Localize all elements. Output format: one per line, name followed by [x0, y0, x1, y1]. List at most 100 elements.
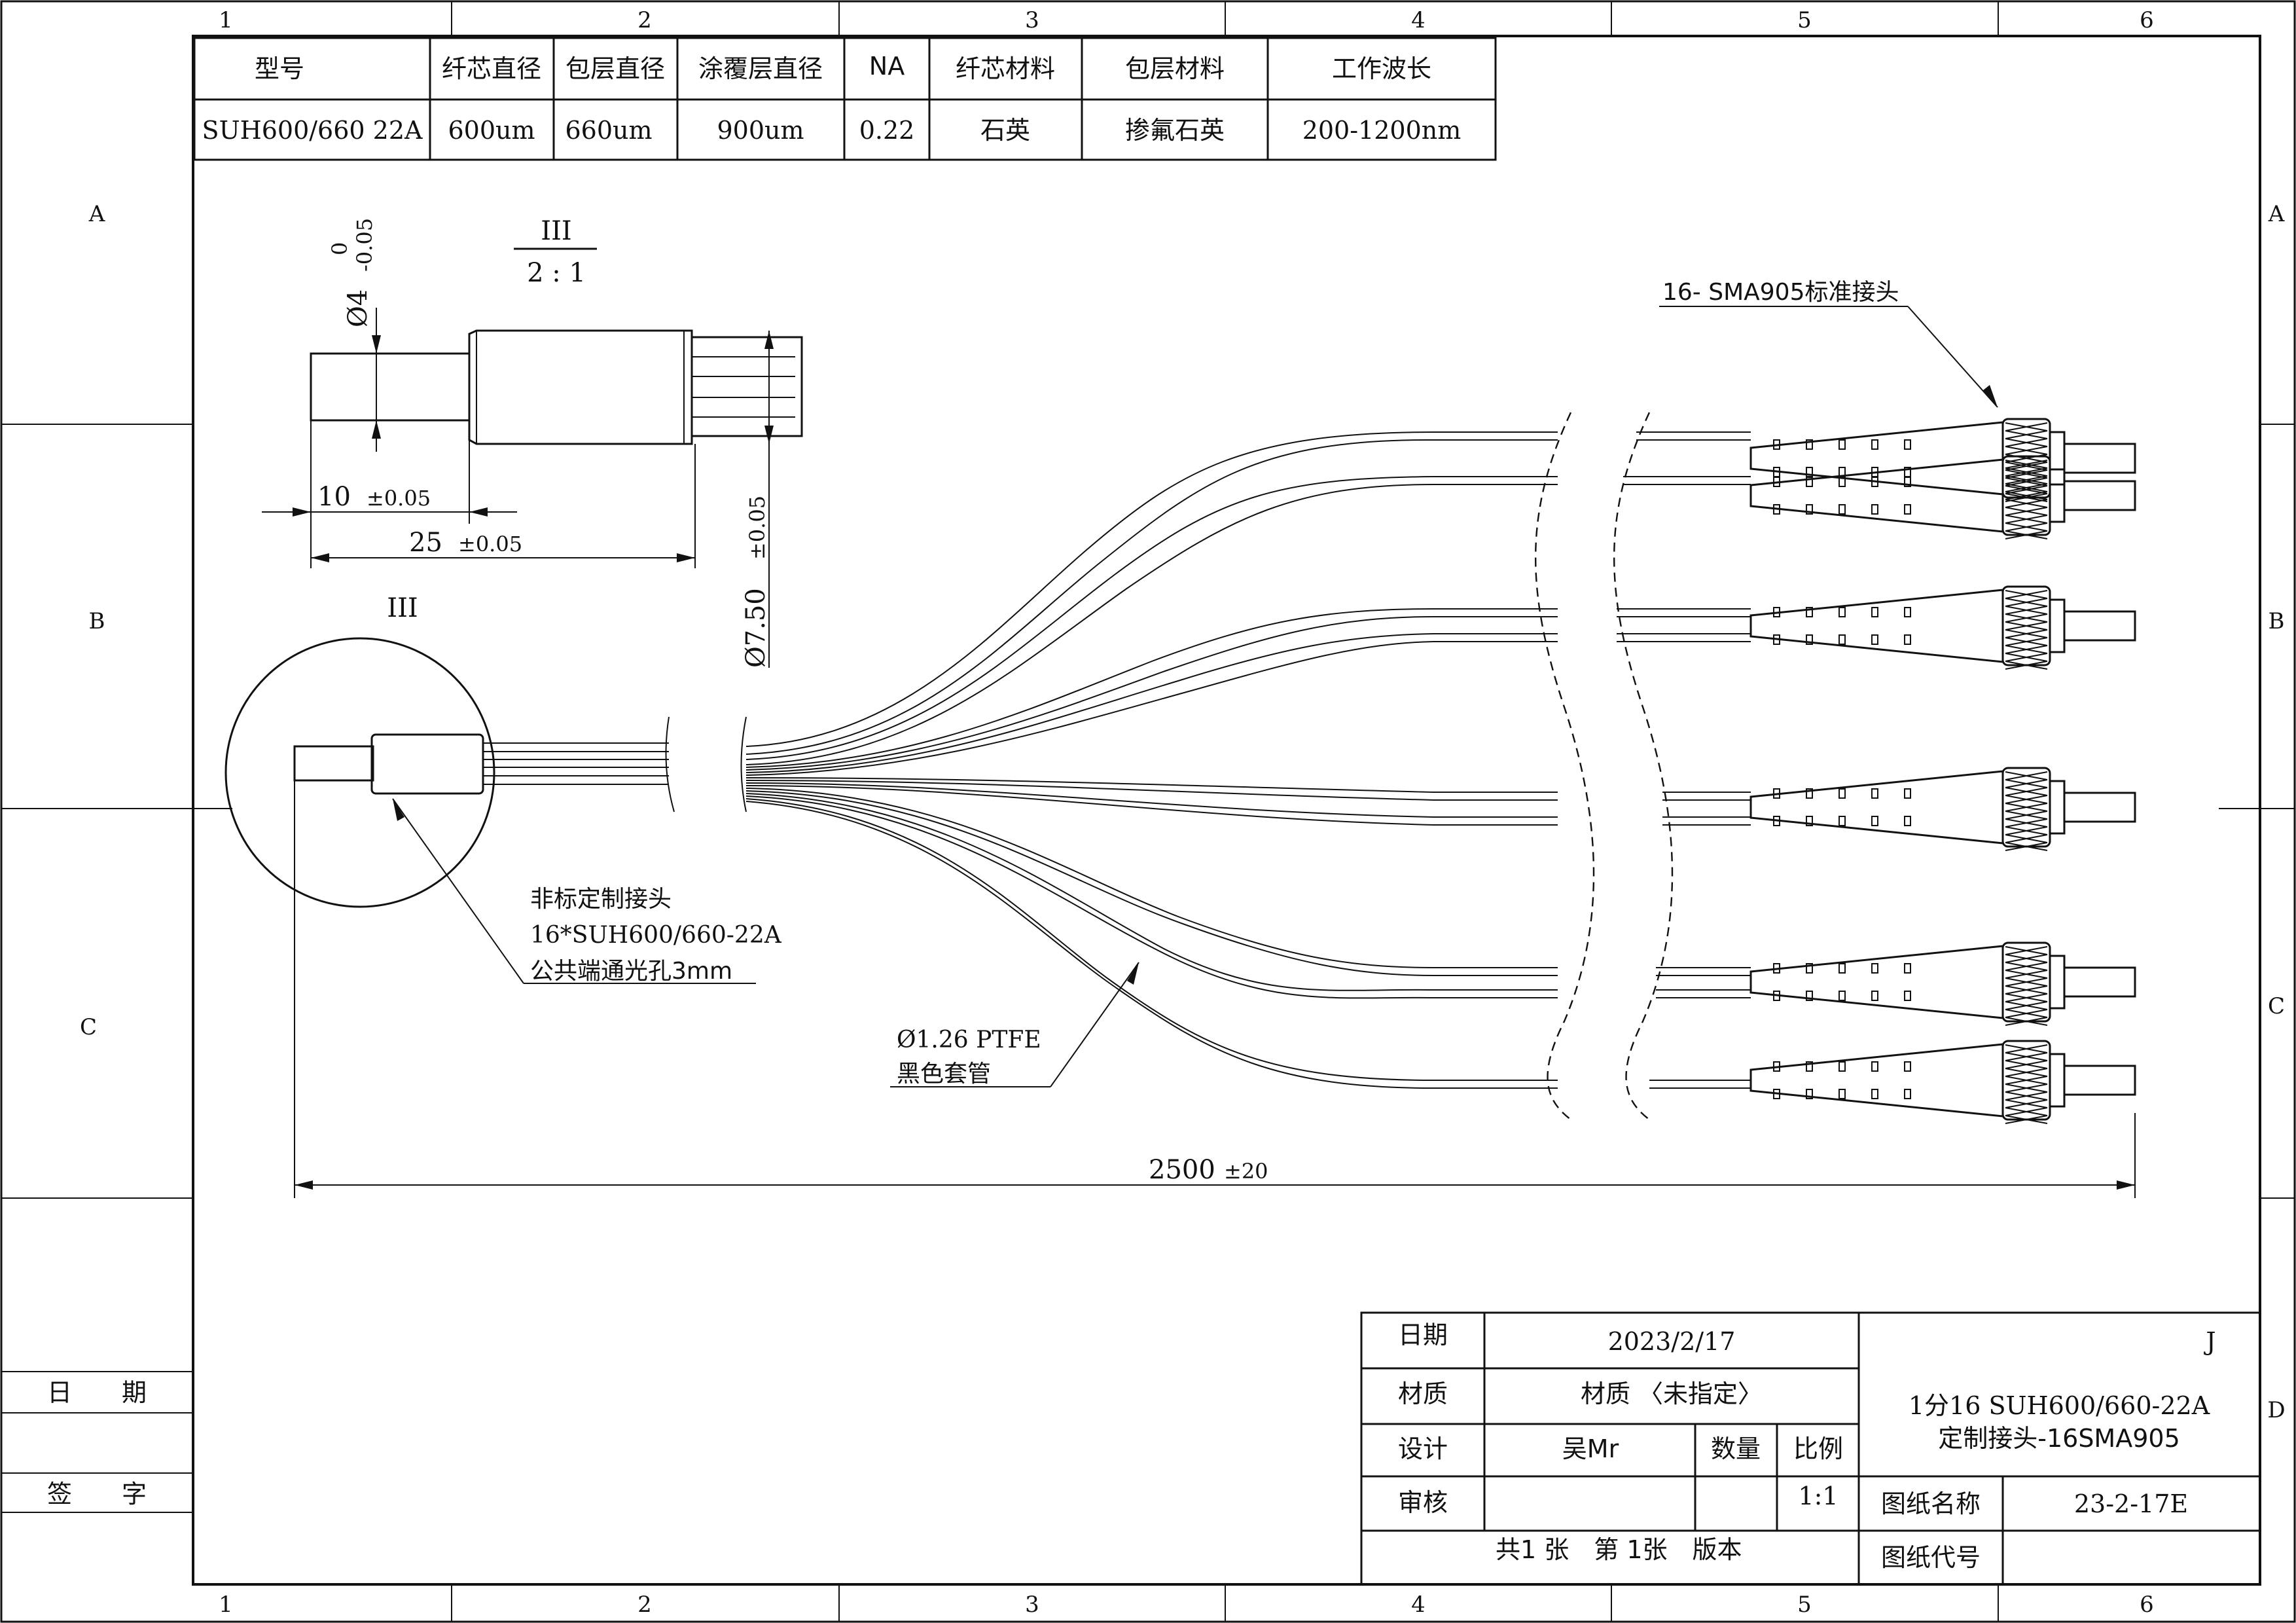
spec-header-core-diameter: 纤芯直径: [442, 54, 541, 83]
detail-view-scale: 2 : 1: [527, 258, 586, 288]
sma-collar: [2049, 431, 2066, 486]
detail-dia-body-tol: ±0.05: [745, 496, 770, 560]
spec-value-wavelength: 200-1200nm: [1302, 116, 1462, 145]
sma905-connector: [1749, 418, 2136, 502]
spec-header-model: 型号: [255, 54, 304, 83]
spec-header-core-material: 纤芯材料: [956, 54, 1055, 83]
sma905-connector: [1749, 585, 2136, 670]
sma-ferrule: [2063, 792, 2136, 823]
break-dash-left: [1535, 412, 1595, 1120]
zone-labels: 1 2 3 4 5 6 1 2 3 4 5 6 A B C A B C D: [80, 7, 2286, 1618]
break-dash-right: [1613, 412, 1674, 1120]
sma-ferrule: [2063, 480, 2136, 511]
sma-collar: [2049, 598, 2066, 653]
custom-connector-note-1: 非标定制接头: [530, 886, 672, 913]
spec-value-model: SUH600/660 22A: [202, 116, 423, 145]
detail-fiber-bundle: [692, 336, 803, 437]
zone-col-6-bottom: 6: [2140, 1592, 2154, 1618]
detail-view-iii: III 2 : 1 Ø4 0 -0.05 10 ±0.05: [262, 216, 803, 668]
tube-note-1: Ø1.26 PTFE: [897, 1027, 1041, 1053]
zone-col-6-top: 6: [2140, 7, 2154, 33]
zone-col-2-bottom: 2: [637, 1592, 652, 1618]
title-block: 日期 2023/2/17 材质 材质 〈未指定〉 设计 吴Mr 数量 比例 审核…: [1360, 1311, 2261, 1586]
title-design-label: 设计: [1398, 1434, 1448, 1463]
common-connector-body: [370, 733, 484, 795]
spec-header-na: NA: [869, 52, 905, 81]
zone-row-b-right: B: [2269, 608, 2285, 634]
detail-dia-body: Ø7.50: [741, 588, 771, 668]
fiber-breakout: [745, 412, 1751, 1120]
detail-len-tip: 10: [317, 482, 351, 512]
sma-collar: [2049, 955, 2066, 1010]
overall-length-tol: ±20: [1224, 1159, 1268, 1184]
title-drawing-name-label: 图纸名称: [1881, 1489, 1981, 1518]
sma-ferrule: [2063, 610, 2136, 642]
sma-ferrule: [2063, 966, 2136, 998]
sma905-connector: [1749, 455, 2136, 539]
detail-len-total-tol: ±0.05: [458, 532, 522, 556]
detail-circle: [224, 637, 495, 908]
zone-row-d-right: D: [2267, 1397, 2285, 1423]
spec-value-core-diameter: 600um: [448, 116, 535, 145]
title-ratio-label: 比例: [1793, 1434, 1843, 1463]
zone-row-a-left: A: [88, 201, 105, 227]
title-qty-label: 数量: [1711, 1434, 1761, 1463]
annotations: 16- SMA905标准接头 非标定制接头 16*SUH600/660-22A …: [294, 279, 2136, 1198]
sma-collar: [2049, 468, 2066, 523]
sma905-connector: [1749, 1040, 2136, 1124]
title-drawing-title-2: 定制接头-16SMA905: [1938, 1424, 2180, 1453]
sma-collar: [2049, 1053, 2066, 1108]
zone-col-3-top: 3: [1025, 7, 1039, 33]
zone-col-1-bottom: 1: [219, 1592, 233, 1618]
spec-value-clad-diameter: 660um: [565, 116, 652, 145]
title-review-label: 审核: [1398, 1488, 1448, 1517]
sma905-connector: [1749, 941, 2136, 1026]
title-sheets: 共1 张 第 1张 版本: [1496, 1535, 1742, 1564]
sma-boot: [1749, 589, 2004, 663]
title-material-value: 材质 〈未指定〉: [1581, 1379, 1763, 1408]
sma-ferrule: [2063, 443, 2136, 474]
sma905-connector: [1749, 767, 2136, 851]
title-ratio-value: 1:1: [1798, 1482, 1838, 1510]
title-drawing-name: 23-2-17E: [2074, 1489, 2188, 1518]
sma-connector-note: 16- SMA905标准接头: [1662, 279, 1899, 306]
zone-row-a-right: A: [2268, 201, 2285, 227]
detail-view-label: III: [541, 216, 571, 246]
title-material-label: 材质: [1398, 1379, 1448, 1408]
title-date-label: 日期: [1398, 1321, 1448, 1349]
left-sign-block: 日 期 签 字: [1, 1371, 193, 1513]
common-end: III: [224, 593, 747, 908]
detail-dia-tip: Ø4: [343, 289, 373, 327]
spec-header-wavelength: 工作波长: [1332, 54, 1431, 83]
zone-row-b-left: B: [89, 608, 105, 634]
zone-row-c-left: C: [80, 1014, 97, 1040]
sma-boot: [1749, 458, 2004, 533]
title-corner-mark: J: [2203, 1327, 2215, 1356]
zone-col-3-bottom: 3: [1025, 1592, 1039, 1618]
spec-value-clad-material: 掺氟石英: [1125, 116, 1225, 145]
spec-table: 型号 纤芯直径 包层直径 涂覆层直径 NA 纤芯材料 包层材料 工作波长 SUH…: [193, 37, 1497, 161]
detail-dia-tip-arrow-top: [372, 335, 381, 354]
detail-dia-tip-arrow-bottom: [372, 420, 381, 439]
break-line-left-a: [665, 716, 675, 812]
sma-boot: [1749, 1043, 2004, 1118]
spec-value-core-material: 石英: [980, 116, 1030, 145]
detail-ferrule-tip: [310, 352, 471, 422]
custom-connector-note-3: 公共端通光孔3mm: [530, 958, 732, 985]
sma-boot: [1749, 421, 2004, 496]
zone-col-5-bottom: 5: [1797, 1592, 1812, 1618]
spec-header-clad-diameter: 包层直径: [565, 54, 665, 83]
zone-row-c-right: C: [2268, 993, 2285, 1019]
detail-circle-label: III: [387, 593, 418, 623]
detail-connector-body: [468, 329, 693, 445]
detail-len-total: 25: [409, 528, 442, 558]
spec-header-clad-material: 包层材料: [1125, 54, 1225, 83]
sma905-connectors: [1749, 418, 2136, 1124]
sma-collar: [2049, 780, 2066, 835]
title-designer: 吴Mr: [1562, 1434, 1619, 1463]
left-sign-label: 签 字: [47, 1480, 147, 1508]
tube-note-2: 黑色套管: [897, 1061, 991, 1087]
break-line-left-b: [740, 716, 747, 812]
title-drawing-code-label: 图纸代号: [1881, 1543, 1981, 1572]
